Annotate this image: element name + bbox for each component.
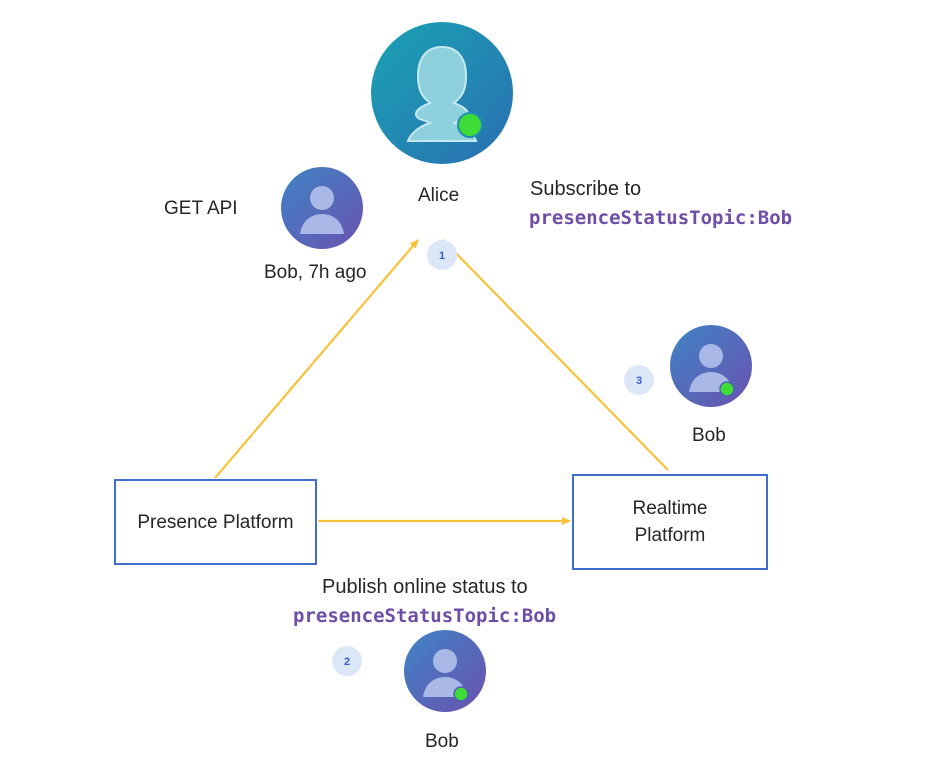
presence-platform-box: Presence Platform	[114, 479, 317, 565]
get-api-arrow	[214, 239, 419, 479]
step-badge-1-text: 1	[439, 250, 445, 262]
step-badge-1: 1	[427, 240, 457, 270]
realtime-platform-box: Realtime Platform	[572, 474, 768, 570]
subscribe-arrow	[442, 239, 669, 471]
alice-avatar-icon	[371, 22, 513, 164]
presence-platform-label: Presence Platform	[137, 511, 294, 533]
bob-publish-label: Bob	[425, 731, 459, 752]
alice-label: Alice	[418, 185, 460, 206]
bob-publish-avatar-icon	[404, 630, 486, 712]
alice-online-dot	[457, 112, 483, 138]
step-badge-2-text: 2	[344, 656, 350, 668]
bob-realtime-avatar-icon	[670, 325, 752, 407]
step-badge-2: 2	[332, 646, 362, 676]
publish-label: Publish online status to	[322, 576, 528, 598]
bob-realtime-label: Bob	[692, 425, 726, 446]
bob-realtime-online-dot	[719, 381, 735, 397]
subscribe-topic: presenceStatusTopic:Bob	[529, 207, 793, 229]
bob-get-avatar-icon	[281, 167, 363, 249]
bob-publish-online-dot	[453, 686, 469, 702]
realtime-platform-label: Realtime Platform	[632, 498, 708, 546]
get-api-label: GET API	[164, 198, 238, 219]
bob-get-label: Bob, 7h ago	[264, 262, 367, 283]
subscribe-label: Subscribe to	[530, 178, 642, 200]
step-badge-3-text: 3	[636, 375, 642, 387]
step-badge-3: 3	[624, 365, 654, 395]
publish-topic: presenceStatusTopic:Bob	[293, 605, 557, 627]
